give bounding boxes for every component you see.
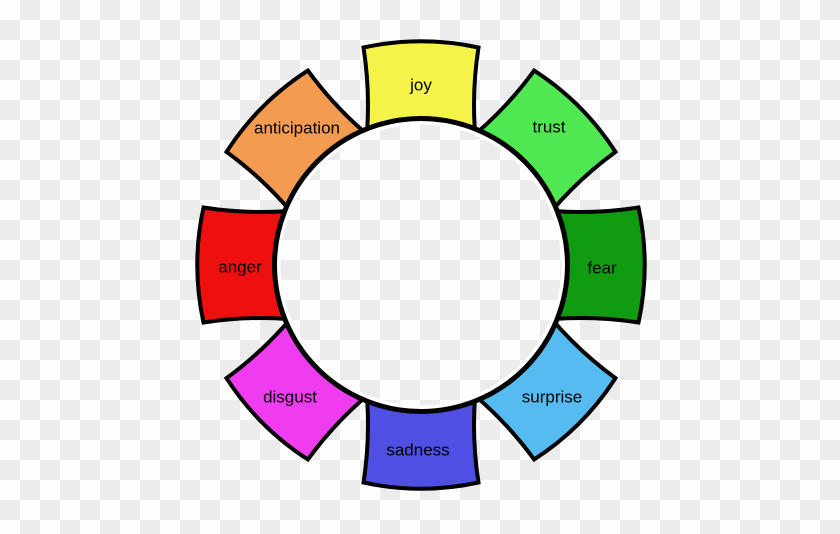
label-group: joy trust fear surprise sadness disgust … [218, 76, 617, 460]
label-disgust: disgust [263, 388, 317, 407]
label-anticipation: anticipation [254, 119, 340, 138]
center-circle-fill [273, 117, 569, 413]
label-trust: trust [532, 118, 565, 137]
label-sadness: sadness [386, 441, 449, 460]
center-circle-outline [272, 116, 570, 414]
label-fear: fear [587, 259, 617, 278]
label-anger: anger [218, 258, 262, 277]
label-joy: joy [409, 76, 432, 95]
label-surprise: surprise [522, 388, 582, 407]
